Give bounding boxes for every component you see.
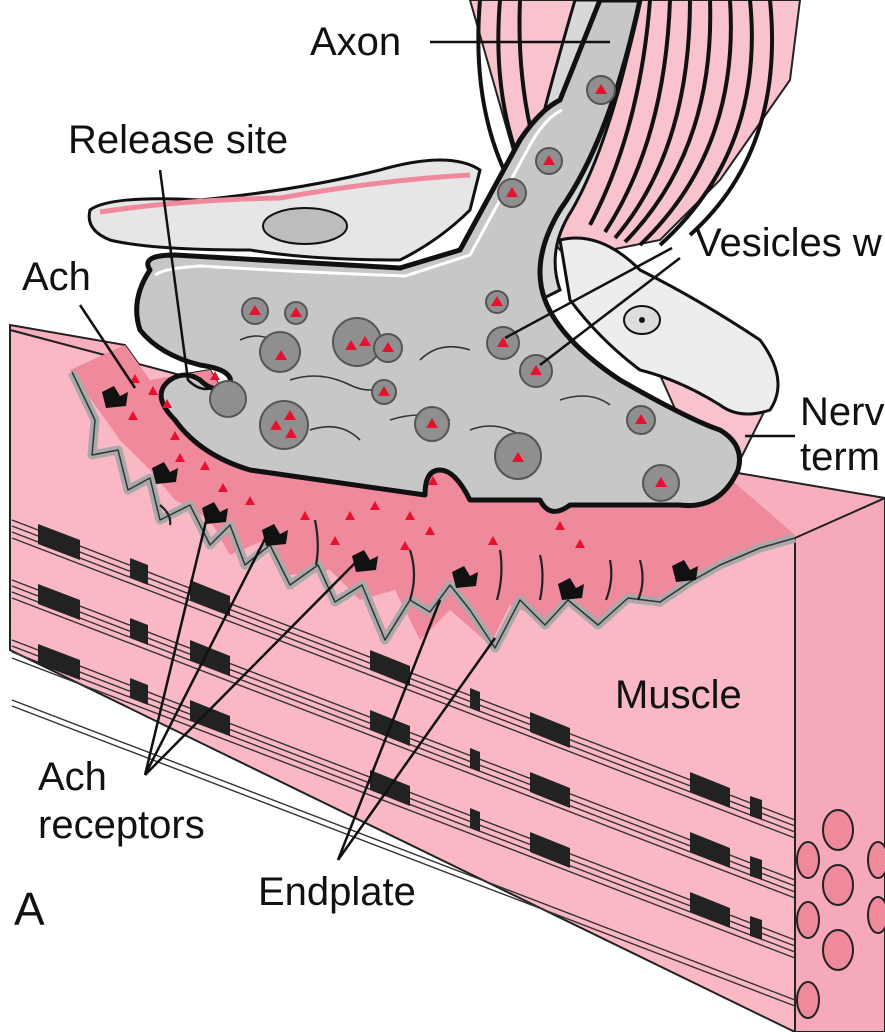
vesicle: [587, 76, 615, 104]
vesicle: [498, 179, 526, 207]
vesicle: [643, 465, 679, 501]
ach-label: Ach: [22, 255, 91, 299]
vesicle: [285, 302, 307, 324]
ach-receptors-label-line1: Ach: [38, 755, 107, 799]
vesicle: [495, 433, 541, 479]
vesicle: [210, 381, 246, 417]
nerve-terminal-label-line1: Nerv: [800, 390, 884, 434]
vesicle: [486, 291, 508, 313]
vesicle: [374, 334, 402, 362]
vesicle: [333, 318, 381, 366]
schwann-nucleus: [263, 208, 347, 244]
muscle-label: Muscle: [615, 673, 742, 717]
release-site-label: Release site: [68, 118, 288, 162]
panel-letter: A: [14, 883, 45, 935]
endplate-label: Endplate: [258, 870, 416, 914]
nerve-terminal-label-line2: term: [800, 435, 880, 479]
vesicle: [627, 406, 655, 434]
ach-receptors-label-line2: receptors: [38, 803, 205, 847]
vesicle: [260, 401, 308, 449]
vesicle: [415, 407, 449, 441]
vesicle: [242, 298, 268, 324]
axon-label: Axon: [310, 20, 401, 64]
vesicle: [372, 380, 396, 404]
vesicle: [536, 148, 562, 174]
vesicles-label: Vesicles w: [695, 221, 882, 265]
vesicle: [260, 332, 300, 372]
